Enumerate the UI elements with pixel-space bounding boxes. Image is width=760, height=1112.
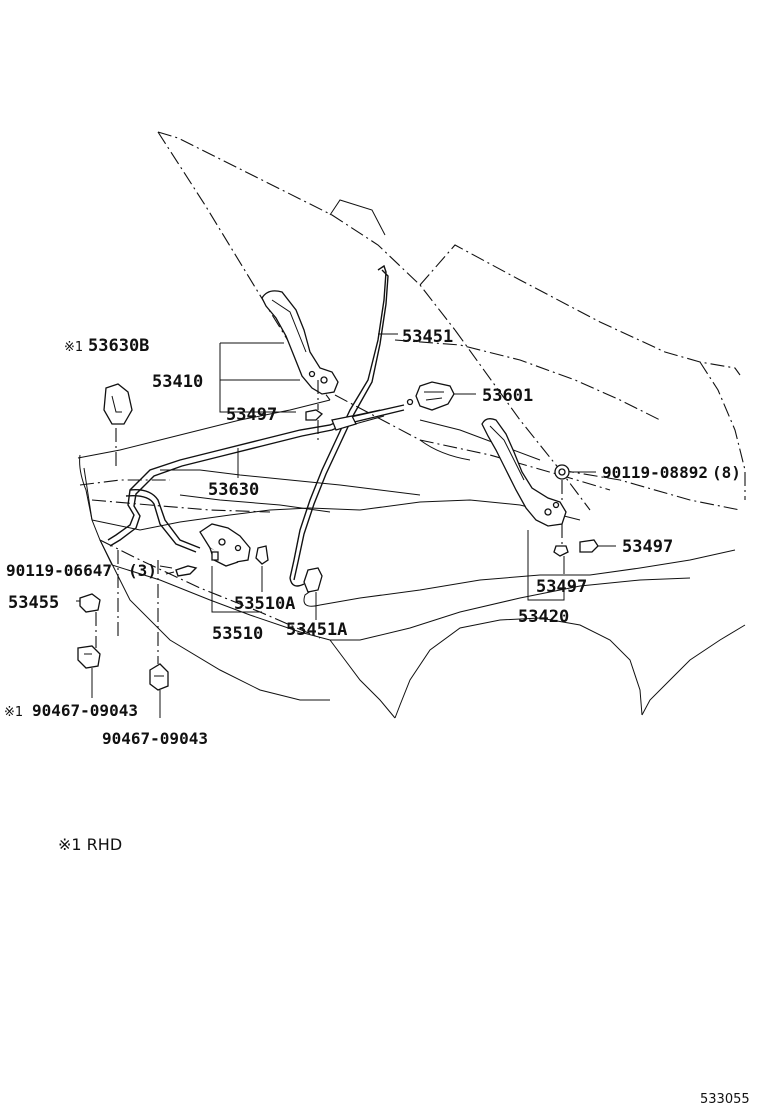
release-cable-53630 [107, 404, 405, 553]
support-53601 [406, 381, 455, 411]
label-90467-b: 90467-09043 [102, 729, 208, 748]
label-53510a: 53510A [234, 594, 295, 614]
clamp-53630b [103, 383, 133, 425]
label-53420: 53420 [518, 607, 569, 627]
diagram-id: 533055 [700, 1092, 750, 1107]
label-53497-b: 53497 [622, 537, 673, 557]
label-53497-c: 53497 [536, 577, 587, 597]
leader-lines [76, 333, 616, 718]
label-90119-06647: 90119-06647 [6, 561, 112, 580]
grommet-53451a [303, 567, 323, 593]
hood-hinge-right [481, 418, 567, 527]
label-53510: 53510 [212, 624, 263, 644]
release-cable [289, 264, 389, 587]
cushion-53497 [305, 409, 599, 557]
label-53451a: 53451A [286, 620, 347, 640]
part-labels: ※1 53630B 53410 53497 53451 53601 53630 … [4, 327, 741, 748]
label-90119-08892: 90119-08892 [602, 463, 708, 482]
bolt-90119-08892 [554, 464, 570, 480]
clip-90467-a [77, 645, 101, 669]
label-90119-06647-qty: (3) [128, 561, 157, 580]
label-53630b-mark: ※1 [64, 340, 83, 355]
label-53601: 53601 [482, 386, 533, 406]
label-53630: 53630 [208, 480, 259, 500]
label-53497-a: 53497 [226, 405, 277, 425]
hood-hinge-left [261, 290, 339, 395]
clip-90467-b [149, 663, 169, 691]
label-90119-08892-qty: (8) [712, 463, 741, 482]
body-lines [77, 199, 746, 719]
hood-outline [157, 131, 746, 511]
label-90467-a-mark: ※1 [4, 705, 23, 720]
footnote: ※1 RHD [58, 835, 122, 854]
label-53410: 53410 [152, 372, 203, 392]
plate-53510a [255, 545, 269, 565]
label-53630b: 53630B [88, 336, 149, 356]
label-90467-a: 90467-09043 [32, 701, 138, 720]
hood-lock [165, 523, 251, 577]
clip-53455 [79, 593, 101, 613]
label-53451: 53451 [402, 327, 453, 347]
label-53455: 53455 [8, 593, 59, 613]
